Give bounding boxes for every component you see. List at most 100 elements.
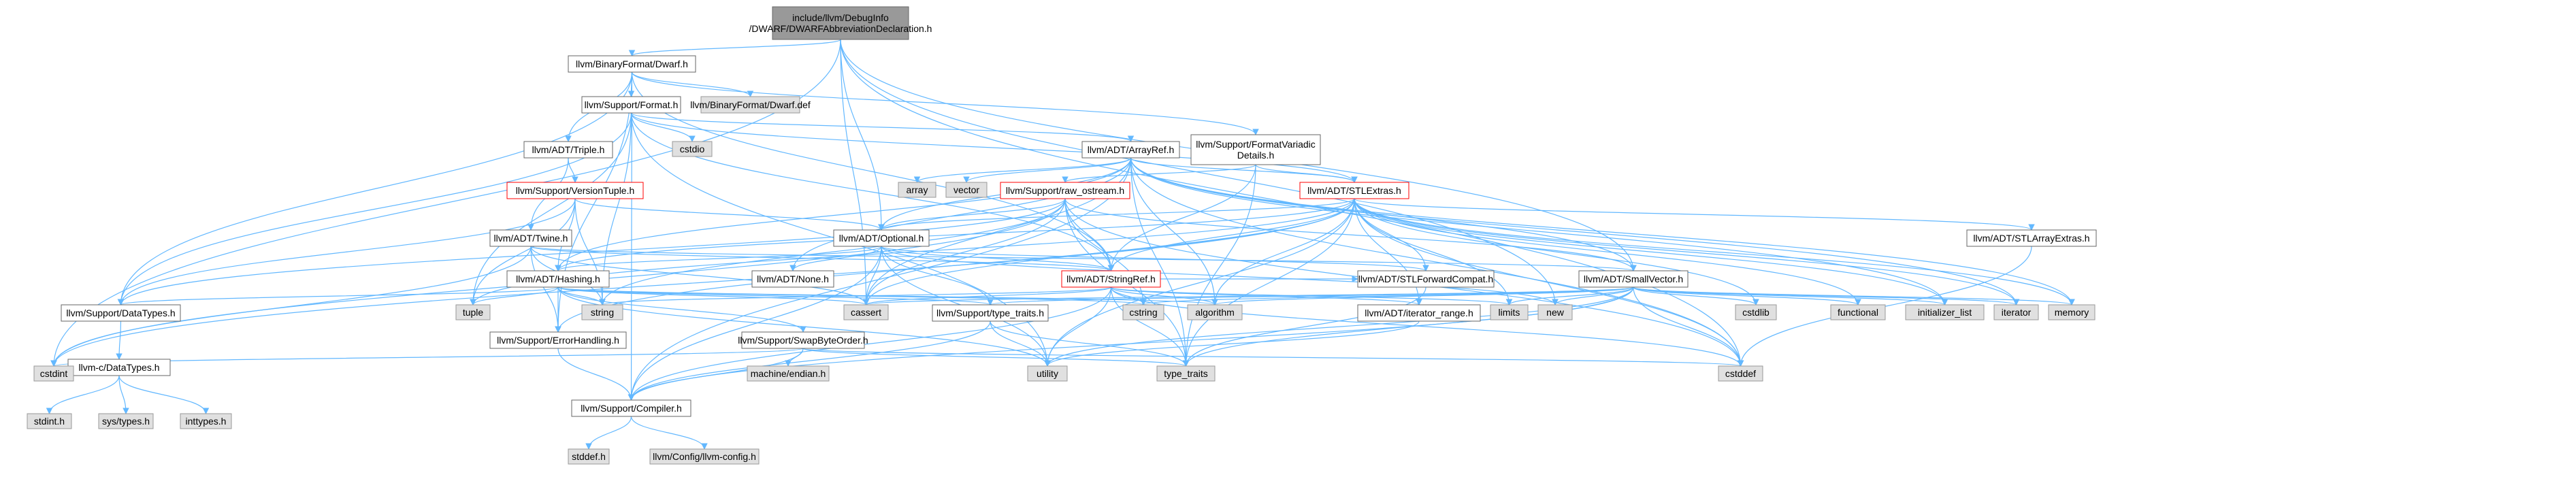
node-typetraitsllvm[interactable]: llvm/Support/type_traits.h	[932, 304, 1049, 322]
node-rawostream[interactable]: llvm/Support/raw_ostream.h	[1000, 182, 1130, 199]
node-box-cstdio	[672, 141, 713, 157]
node-box-smallvector	[1578, 270, 1689, 288]
node-new: new	[1537, 304, 1573, 320]
node-label-fmtvar: Details.h	[1237, 150, 1274, 161]
edge-format-to-cstdio	[630, 112, 696, 142]
node-label-iterator: iterator	[2002, 307, 2032, 318]
edge-optional-to-none	[789, 246, 882, 271]
node-cstring: cstring	[1122, 304, 1164, 320]
node-compiler[interactable]: llvm/Support/Compiler.h	[571, 399, 691, 417]
node-label-dwarf: llvm/BinaryFormat/Dwarf.h	[576, 59, 688, 69]
node-iterator: iterator	[1993, 304, 2039, 320]
edge-rawostream-to-datatypes	[117, 198, 1066, 305]
edge-twine-to-cstdint	[50, 246, 532, 367]
node-box-string	[581, 304, 623, 320]
edge-smallvector-to-cstring	[1140, 286, 1634, 305]
node-root[interactable]: include/llvm/DebugInfo/DWARF/DWARFAbbrev…	[749, 6, 932, 40]
node-none[interactable]: llvm/ADT/None.h	[751, 270, 834, 288]
node-dwarfdef: llvm/BinaryFormat/Dwarf.def	[690, 96, 811, 114]
node-iterrange[interactable]: llvm/ADT/iterator_range.h	[1357, 304, 1481, 322]
node-box-utility	[1027, 365, 1068, 382]
node-box-root	[772, 6, 909, 40]
edge-stringref-to-string	[599, 286, 1112, 305]
node-stlfwd[interactable]: llvm/ADT/STLForwardCompat.h	[1357, 270, 1495, 288]
node-smallvector[interactable]: llvm/ADT/SmallVector.h	[1578, 270, 1689, 288]
edge-datatypes-to-cdatatypes	[116, 320, 123, 360]
node-versiontuple[interactable]: llvm/Support/VersionTuple.h	[506, 182, 644, 199]
edge-stlextras-to-memory	[1354, 198, 2075, 305]
node-typetraits: type_traits	[1156, 365, 1216, 382]
node-cstdlib: cstdlib	[1735, 304, 1777, 320]
node-label-versiontuple: llvm/Support/VersionTuple.h	[516, 185, 635, 196]
node-stlextras[interactable]: llvm/ADT/STLExtras.h	[1299, 182, 1409, 199]
edge-smallvector-to-cstdlib	[1633, 286, 1759, 305]
node-swapbyte[interactable]: llvm/Support/SwapByteOrder.h	[738, 331, 868, 349]
edge-smallvector-to-utility	[1044, 286, 1634, 367]
node-label-stddef: stddef.h	[572, 451, 606, 462]
edge-rawostream-to-smallvector	[1064, 198, 1637, 271]
edge-compiler-to-stddef	[585, 416, 632, 450]
node-label-array: array	[907, 184, 928, 195]
node-vector: vector	[945, 182, 988, 198]
node-box-cstdint	[33, 365, 74, 382]
node-stringref[interactable]: llvm/ADT/StringRef.h	[1061, 270, 1161, 288]
node-label-twine: llvm/ADT/Twine.h	[494, 233, 568, 244]
edge-twine-to-cassert	[530, 246, 870, 305]
node-box-tuple	[455, 304, 491, 320]
node-box-compiler	[571, 399, 691, 417]
edge-hashing-to-swapbyte	[557, 286, 806, 333]
edge-arrayref-to-initlist	[1130, 157, 1949, 305]
node-box-initlist	[1905, 304, 1985, 320]
node-format[interactable]: llvm/Support/Format.h	[581, 96, 681, 114]
node-label-stringref: llvm/ADT/StringRef.h	[1066, 274, 1156, 284]
edge-smallvector-to-new	[1552, 286, 1634, 305]
node-utility: utility	[1027, 365, 1068, 382]
node-algorithm: algorithm	[1187, 304, 1243, 320]
edge-smallvector-to-limits	[1505, 286, 1634, 305]
node-box-cstdlib	[1735, 304, 1777, 320]
node-hashing[interactable]: llvm/ADT/Hashing.h	[506, 270, 610, 288]
node-label-optional: llvm/ADT/Optional.h	[839, 233, 924, 244]
edge-hashing-to-utility	[557, 286, 1051, 367]
edge-stringref-to-typetraits	[1110, 286, 1190, 367]
node-label-swapbyte: llvm/Support/SwapByteOrder.h	[738, 335, 868, 346]
node-optional[interactable]: llvm/ADT/Optional.h	[833, 229, 930, 247]
node-datatypes[interactable]: llvm/Support/DataTypes.h	[61, 304, 181, 322]
edge-arrayref-to-none	[789, 157, 1132, 271]
node-label-tuple: tuple	[463, 307, 484, 318]
edge-format-to-tuple	[470, 112, 632, 305]
node-label-memory: memory	[2055, 307, 2089, 318]
node-arrayref[interactable]: llvm/ADT/ArrayRef.h	[1081, 141, 1180, 159]
node-stlarrayextras[interactable]: llvm/ADT/STLArrayExtras.h	[1966, 229, 2097, 247]
node-triple[interactable]: llvm/ADT/Triple.h	[523, 141, 613, 159]
edge-arrayref-to-iterator	[1130, 157, 2020, 305]
edge-arrayref-to-typetraits	[1130, 157, 1190, 367]
edge-rawostream-to-cassert	[862, 198, 1066, 305]
node-twine[interactable]: llvm/ADT/Twine.h	[489, 229, 572, 247]
node-errorhandling[interactable]: llvm/Support/ErrorHandling.h	[489, 331, 627, 349]
node-box-cstring	[1122, 304, 1164, 320]
node-cdatatypes[interactable]: llvm-c/DataTypes.h	[67, 359, 171, 376]
node-label-stlarrayextras: llvm/ADT/STLArrayExtras.h	[1973, 233, 2089, 244]
node-label-cstring: cstring	[1129, 307, 1157, 318]
edge-stlextras-to-cstdint	[50, 198, 1355, 367]
node-label-limits: limits	[1499, 307, 1520, 318]
edge-stlextras-to-hashing	[555, 198, 1355, 271]
node-dwarf[interactable]: llvm/BinaryFormat/Dwarf.h	[568, 55, 696, 73]
edge-typetraitsllvm-to-typetraits	[990, 320, 1190, 367]
edge-root-to-new	[840, 39, 1559, 305]
node-label-root: include/llvm/DebugInfo	[792, 12, 889, 23]
node-memory: memory	[2048, 304, 2096, 320]
edge-hashing-to-tuple	[470, 286, 559, 305]
edge-fmtvar-to-typetraits	[1182, 164, 1256, 367]
node-box-stringref	[1061, 270, 1161, 288]
node-box-iterator	[1993, 304, 2039, 320]
edge-optional-to-stlfwd	[881, 246, 1429, 271]
edge-optional-to-typetraitsllvm	[881, 246, 994, 305]
node-box-hashing	[506, 270, 610, 288]
edge-swapbyte-to-machendian	[785, 348, 804, 367]
node-label-cdatatypes: llvm-c/DataTypes.h	[78, 362, 159, 373]
node-box-dwarfdef	[700, 96, 800, 114]
edge-compiler-to-llvmconfig	[630, 416, 708, 450]
